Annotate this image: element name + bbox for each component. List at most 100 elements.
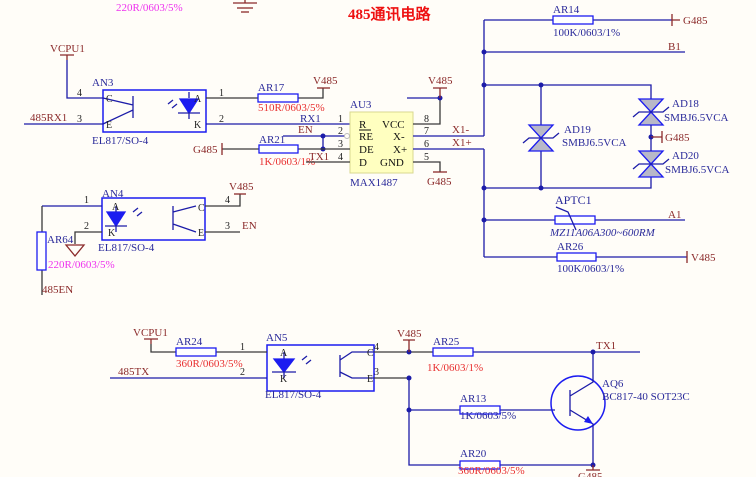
ad19-value: SMBJ6.5VCA [562, 137, 627, 149]
ar26-value: 100K/0603/1% [557, 263, 624, 275]
ar64-ref: AR64 [47, 234, 74, 246]
ground-icon [64, 244, 86, 258]
x1-plus-label: X1+ [452, 137, 472, 149]
pin-number: 3 [338, 139, 343, 150]
tx1-label: TX1 [309, 151, 329, 163]
x1-minus-label: X1- [452, 124, 469, 136]
pin-letter: K [280, 374, 288, 385]
ar14-ref: AR14 [553, 4, 580, 16]
pin-number: 1 [219, 88, 224, 99]
page-title: 485通讯电路 [348, 5, 432, 23]
pin-number: 5 [424, 152, 429, 163]
aptc1-ptc [554, 215, 596, 225]
pin-number: 2 [84, 221, 89, 232]
an3-optocoupler: C E A K [102, 89, 207, 133]
pin-number: 4 [77, 88, 82, 99]
ar25-ref: AR25 [433, 336, 460, 348]
pin-number: 3 [225, 221, 230, 232]
aptc1-ref: APTC1 [555, 193, 592, 207]
an4-ref: AN4 [102, 188, 124, 200]
pin-number: 6 [424, 139, 429, 150]
ar13-resistor [459, 405, 501, 415]
pin-letter: E [106, 120, 112, 131]
pin-number: 8 [424, 114, 429, 125]
rx485-label: 485RX1 [30, 112, 67, 124]
pin-d: D [359, 157, 367, 169]
ar24-value: 360R/0603/5% [176, 358, 243, 370]
ar17-value: 510R/0603/5% [258, 102, 325, 114]
ground-icon [233, 0, 257, 13]
pin-number: 7 [424, 126, 429, 137]
pin-number: 4 [225, 195, 230, 206]
ad19-ref: AD19 [564, 124, 591, 136]
g485-label: G485 [578, 471, 603, 477]
aptc1-value: MZ11A06A300~600RM [549, 227, 656, 239]
an3-ref: AN3 [92, 77, 114, 89]
ad18-tvs-diode [632, 98, 670, 137]
an3-part: EL817/SO-4 [92, 135, 149, 147]
top-cut-value: 220R/0603/5% [116, 2, 183, 14]
an5-ref: AN5 [266, 332, 288, 344]
ar17-ref: AR17 [258, 82, 285, 94]
ar13-value: 1K/0603/5% [460, 410, 516, 422]
ad20-ref: AD20 [672, 150, 699, 162]
pin-letter: A [112, 202, 120, 213]
g485-label: G485 [427, 176, 452, 188]
pin-re: RE [359, 131, 373, 143]
au3-ref: AU3 [350, 99, 372, 111]
ar25-resistor [432, 347, 474, 357]
ad20-tvs-diode [632, 137, 670, 178]
pin-letter: K [108, 228, 116, 239]
ar21-value: 1K/0603/1% [259, 156, 315, 168]
pin-number: 1 [338, 114, 343, 125]
v485-label: V485 [428, 75, 453, 87]
pin-gnd: GND [380, 157, 404, 169]
pin-letter: A [280, 348, 288, 359]
pin-number: 2 [219, 114, 224, 125]
pin-letter: E [367, 374, 373, 385]
an5-part: EL817/SO-4 [265, 389, 322, 401]
pin-de: DE [359, 144, 374, 156]
v485-label: V485 [397, 328, 422, 340]
pin-number: 4 [374, 342, 379, 353]
pin-vcc: VCC [382, 119, 405, 131]
pin-number: 3 [77, 114, 82, 125]
pin-number: 1 [84, 195, 89, 206]
rx1-label: RX1 [300, 113, 321, 125]
ar17-resistor [257, 93, 299, 103]
ar24-ref: AR24 [176, 336, 203, 348]
ar26-resistor [556, 252, 597, 262]
ar13-ref: AR13 [460, 393, 487, 405]
an4-part: EL817/SO-4 [98, 242, 155, 254]
vcpu1-label: VCPU1 [50, 43, 85, 55]
aq6-ref: AQ6 [602, 378, 624, 390]
pin-x-minus: X- [393, 131, 405, 143]
v485-label: V485 [229, 181, 254, 193]
an5-optocoupler: A K C E [266, 344, 375, 392]
au3-part: MAX1487 [350, 177, 398, 189]
a1-label: A1 [668, 209, 681, 221]
ar26-ref: AR26 [557, 241, 584, 253]
ar20-value: 360R/0603/5% [458, 465, 525, 477]
pin-letter: K [194, 120, 202, 131]
ar21-resistor [258, 144, 299, 154]
pin-number: 2 [240, 367, 245, 378]
vcpu1-label: VCPU1 [133, 327, 168, 339]
ar14-resistor [552, 15, 594, 25]
g485-label: G485 [683, 15, 708, 27]
ar24-resistor [175, 347, 217, 357]
ar64-resistor [36, 231, 47, 271]
ar20-resistor [459, 460, 501, 470]
ar25-value: 1K/0603/1% [427, 362, 483, 374]
en485-label: 485EN [42, 284, 73, 296]
b1-label: B1 [668, 41, 681, 53]
pin-number: 2 [338, 126, 343, 137]
pin-number: 3 [374, 367, 379, 378]
ar14-value: 100K/0603/1% [553, 27, 620, 39]
pin-letter: A [194, 94, 202, 105]
ad18-ref: AD18 [672, 98, 699, 110]
v485-label: V485 [691, 252, 716, 264]
v485-label: V485 [313, 75, 338, 87]
pin-number: 4 [338, 152, 343, 163]
